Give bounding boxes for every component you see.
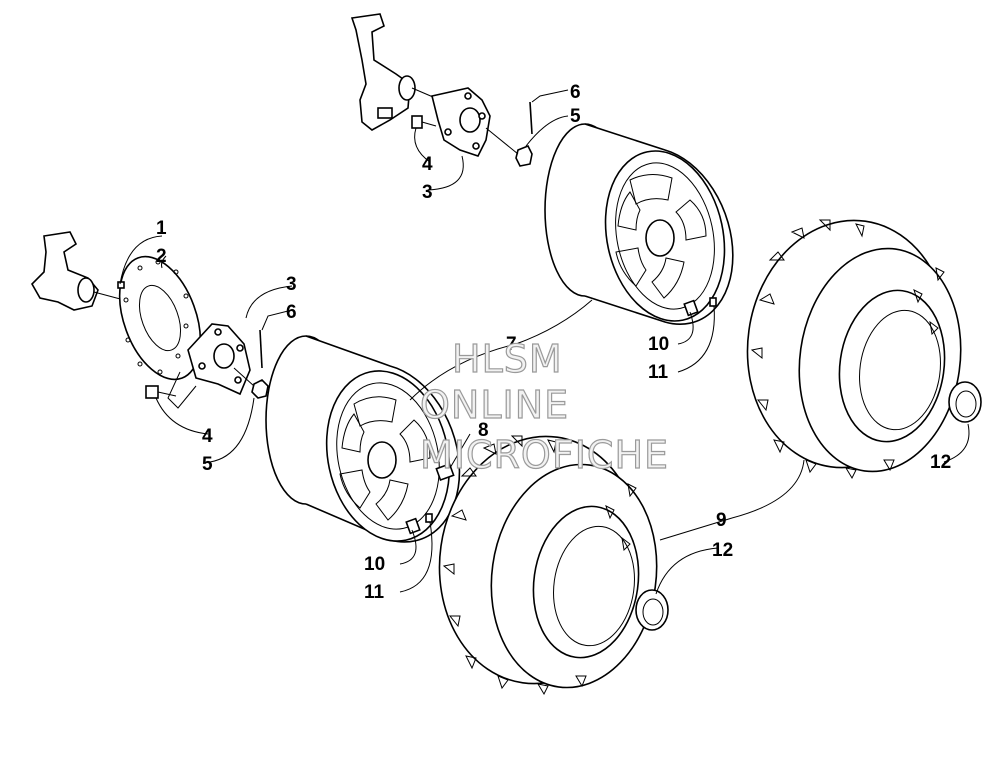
lower-disc-screw (117, 281, 125, 289)
lower-hub-cap (635, 589, 669, 631)
callout-9: 9 (716, 510, 727, 531)
lower-valve-stem (405, 513, 433, 535)
callout-6-lower: 6 (286, 302, 297, 323)
leader-lines (119, 89, 970, 595)
callout-12-lower: 12 (712, 540, 733, 561)
upper-cotter-pin (529, 101, 533, 135)
upper-tire (746, 219, 962, 480)
watermark-line-3: MICROFICHE (420, 433, 669, 477)
callout-5-lower: 5 (202, 454, 213, 475)
lower-axle-nut (233, 367, 269, 399)
callout-7: 7 (506, 334, 517, 355)
lower-wheel-rim (265, 335, 461, 543)
lower-hub-bolt (145, 385, 177, 399)
lower-steering-knuckle (31, 231, 125, 311)
upper-hub-bolt (411, 115, 437, 129)
callout-4-upper: 4 (422, 154, 433, 175)
watermark-line-1: HLSM (452, 337, 563, 381)
callout-3-upper: 3 (422, 182, 433, 203)
callout-2: 2 (156, 246, 167, 267)
callout-11-lower: 11 (364, 582, 385, 603)
lower-tire (438, 435, 658, 696)
lower-brake-disc (118, 255, 202, 381)
callout-5-upper: 5 (570, 106, 581, 127)
callout-labels: 1 2 3 6 4 5 6 5 4 3 7 8 10 11 10 11 9 12… (156, 82, 951, 603)
callout-8: 8 (478, 420, 489, 441)
lower-wheel-lug-nut (435, 462, 455, 482)
lower-hub (167, 323, 251, 409)
callout-12-upper: 12 (930, 452, 951, 473)
callout-10-lower: 10 (364, 554, 385, 575)
callout-11-upper: 11 (648, 362, 669, 383)
callout-3-lower: 3 (286, 274, 297, 295)
upper-hub (431, 87, 491, 157)
upper-wheel-rim (544, 123, 734, 325)
callout-1: 1 (156, 218, 167, 239)
watermark: HLSM ONLINE MICROFICHE (419, 336, 669, 477)
callout-10-upper: 10 (648, 334, 669, 355)
lower-cotter-pin (259, 329, 263, 369)
callout-4-lower: 4 (202, 426, 213, 447)
upper-hub-cap (948, 381, 982, 423)
upper-axle-nut (485, 127, 533, 167)
upper-valve-stem (683, 297, 717, 317)
callout-6-upper: 6 (570, 82, 581, 103)
upper-steering-knuckle (350, 13, 441, 131)
watermark-line-2: ONLINE (420, 383, 569, 427)
